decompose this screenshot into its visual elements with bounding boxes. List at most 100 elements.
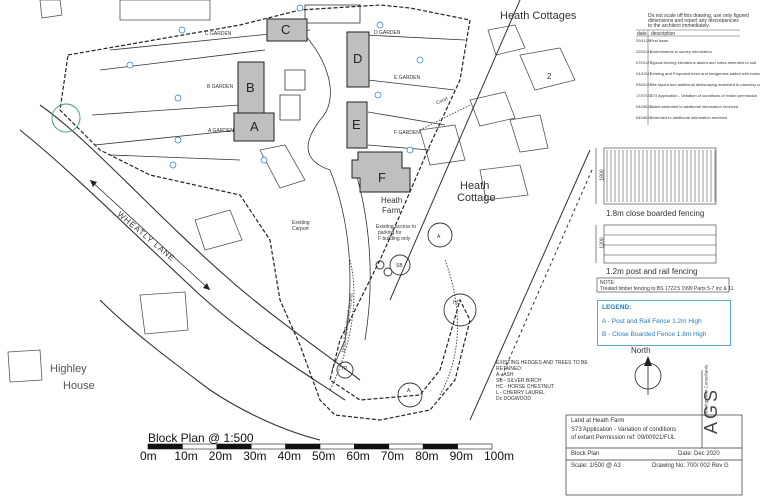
garden-line [367,79,456,91]
tree-canopy-ash [397,382,423,408]
trees-note-line: Dc DOGWOOD [496,396,531,402]
heath-cottage-building [479,164,529,201]
close-fence-label: 1.8m close boarded fencing [606,209,705,218]
parking-spaces [279,69,306,121]
fence-note-box [596,277,730,293]
fence-marker-a [174,94,182,102]
tb-desc: S73 Application - Variation of condition… [571,427,677,433]
hedge-line [439,259,458,396]
tb-desc-2: of extant Permission ref: 09/00921/FUL [571,435,676,441]
fence-note-title: NOTE: [600,280,616,286]
rev-col-desc: description [651,31,676,37]
building-d-label: D [353,51,363,66]
neighbour-building [509,114,549,153]
road-arrow [89,179,211,291]
tree-canopy [51,103,81,133]
neighbour-building [419,124,466,166]
tree-canopy-ash [427,222,453,248]
tree-canopy [336,361,354,379]
scale-bar [147,443,493,450]
building-c-label: C [281,22,291,37]
fence-marker-b [406,146,414,154]
header-note: dimensions and report any discrepancies [648,18,739,24]
close-boards [606,150,716,202]
rev-row-desc: Amendments to survey information [650,49,712,54]
garden-line [367,111,446,126]
label-heath-cottage: Heath [460,180,490,192]
road-edge-north [39,104,361,381]
rev-row-date: 07/01/21 [636,60,652,65]
rail-fence-label: 1.2m post and rail fencing [606,267,698,276]
fence-marker-a [178,26,186,34]
header-note: to the architect immediately. [648,23,710,29]
label-highley: Highley [50,363,87,375]
trees-note-line: EXISTING HEDGES AND TREES TO BE [496,360,588,366]
building-b-label: B [246,80,255,95]
rev-row-desc: Amended to additional information receiv… [650,115,727,120]
scale-tick-label: 0m [140,449,157,463]
label-d-garden: D GARDEN [374,30,401,36]
road-lower-edge [99,299,321,441]
rev-row-date: 17/07/22 [636,93,652,98]
dim-close: 1800 [599,169,606,181]
road-arrow-head [203,283,210,290]
driveway [299,29,331,171]
tree-small [383,267,393,277]
scale-tick-label: 60m [346,449,370,463]
tree-small [375,260,385,270]
rev-row-desc: Existing and Proposed trees and hedgerow… [650,71,760,76]
scale-tick-label: 40m [277,449,301,463]
tb-drawing-title: Block Plan [571,451,600,457]
label-f-garden: F GARDEN [394,130,420,136]
garden-line [109,154,241,161]
neighbour-building [7,349,43,383]
tb-project: Land at Heath Farm [571,418,625,424]
scale-title: Block Plan @ 1:500 [148,431,254,445]
fence-marker-a [169,161,177,169]
neighbour-building [119,0,211,21]
close-board-elevation [603,147,717,205]
scale-tick-label: 100m [484,449,515,463]
label-b-garden: B GARDEN [207,84,234,90]
garden-line [91,104,241,116]
tree-tag-birch: SB [396,263,403,269]
label-highley-house: House [63,380,95,392]
label-heath-cottages: Heath Cottages [500,10,577,22]
building-a-label: A [250,119,259,134]
shared-access-road [354,169,371,341]
building-e-label: E [352,117,361,132]
rev-row-desc: First issue [650,38,669,43]
building-e-shape [346,101,368,149]
building-b-shape [237,61,265,117]
label-access-3: F building only [378,236,411,242]
label-heath-cottage-2: Cottage [457,192,496,204]
label-a-garden: A GARDEN [208,128,234,134]
post-rail-elevation [603,224,717,264]
trees-note-line: RETAINED: [496,366,523,372]
rev-row-desc: Site layout and additional landscaping a… [650,82,760,87]
scale-tick-label: 10m [174,449,198,463]
fence-marker-b [376,21,384,29]
neighbour-building [39,0,63,19]
title-block-frame [565,414,743,496]
scale-tick-label: 80m [415,449,439,463]
label-access-2: parking for [378,230,402,236]
trees-note-line: HC - HORSE CHESTNUT [496,384,555,390]
trees-note-line: L - CHERRY LAUREL [496,390,545,396]
tree-tag-ash: A [407,388,411,394]
fence-marker-a [174,136,182,144]
parking-block [304,4,361,24]
rev-row-date: 03/01/22 [636,82,652,87]
scale-segment [457,443,493,450]
neighbour-building [487,24,526,56]
header-note: Do not scale off this drawing, use only … [648,13,749,19]
fence-marker-a [374,91,382,99]
garden-line [364,34,466,41]
legend-item-b: B - Close Boarded Fence 1.8m High [602,331,707,338]
rev-row-date: 22/01/21 [636,49,652,54]
rev-row-desc: Typical fencing elevations added and not… [650,60,757,65]
building-d-shape [346,31,370,88]
rev-row-desc: Notes amended to additional information … [650,104,739,109]
dim-rail: 1200 [599,237,606,249]
rev-col-date: date [637,31,647,37]
